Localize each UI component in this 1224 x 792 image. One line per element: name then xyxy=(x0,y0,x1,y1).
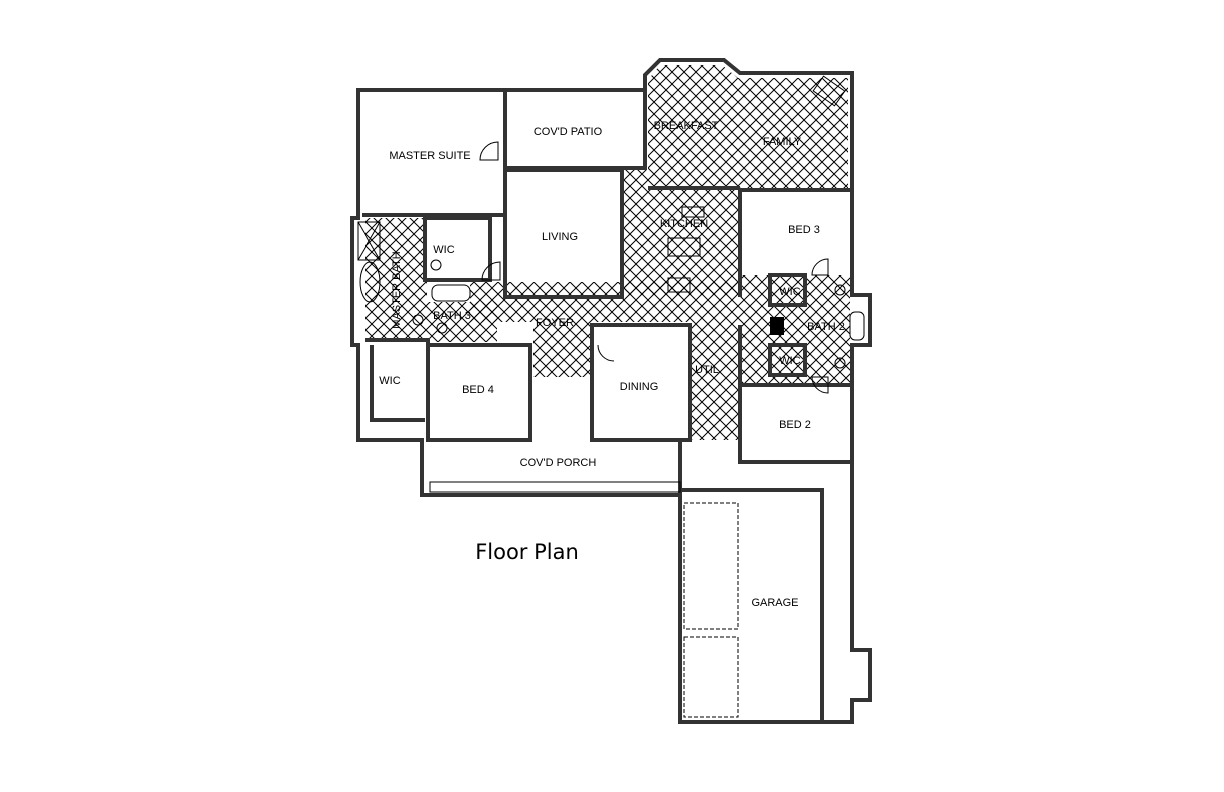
room-label-bed4: BED 4 xyxy=(462,384,494,396)
fixtures xyxy=(357,75,865,718)
room-label-bath3: BATH 3 xyxy=(433,310,471,322)
room-label-covd-patio: COV'D PATIO xyxy=(534,126,603,138)
room-label-covd-porch: COV'D PORCH xyxy=(520,457,597,469)
room-label-master-suite: MASTER SUITE xyxy=(389,150,470,162)
drawing-title: Floor Plan xyxy=(475,540,579,564)
room-label-garage: GARAGE xyxy=(751,597,798,609)
room-label-bath2: BATH 2 xyxy=(807,321,845,333)
room-label-foyer: FOYER xyxy=(536,317,574,329)
room-label-kitchen: KITCHEN xyxy=(660,218,708,230)
room-label-wic-master-closet: WIC xyxy=(379,375,400,387)
room-label-bed2: BED 2 xyxy=(779,419,811,431)
room-label-wic-bed2: WIC xyxy=(779,355,800,367)
room-label-wic-bed3: WIC xyxy=(779,286,800,298)
room-label-living: LIVING xyxy=(542,231,578,243)
room-label-family: FAMILY xyxy=(763,136,802,148)
room-label-util: UTIL xyxy=(695,364,719,376)
room-label-master-bath: MASTER BATH xyxy=(391,251,403,328)
room-label-breakfast: BREAKFAST xyxy=(654,120,719,132)
walls xyxy=(350,58,872,724)
room-label-bed3: BED 3 xyxy=(788,224,820,236)
room-label-dining: DINING xyxy=(620,381,659,393)
room-label-wic-master: WIC xyxy=(433,244,454,256)
